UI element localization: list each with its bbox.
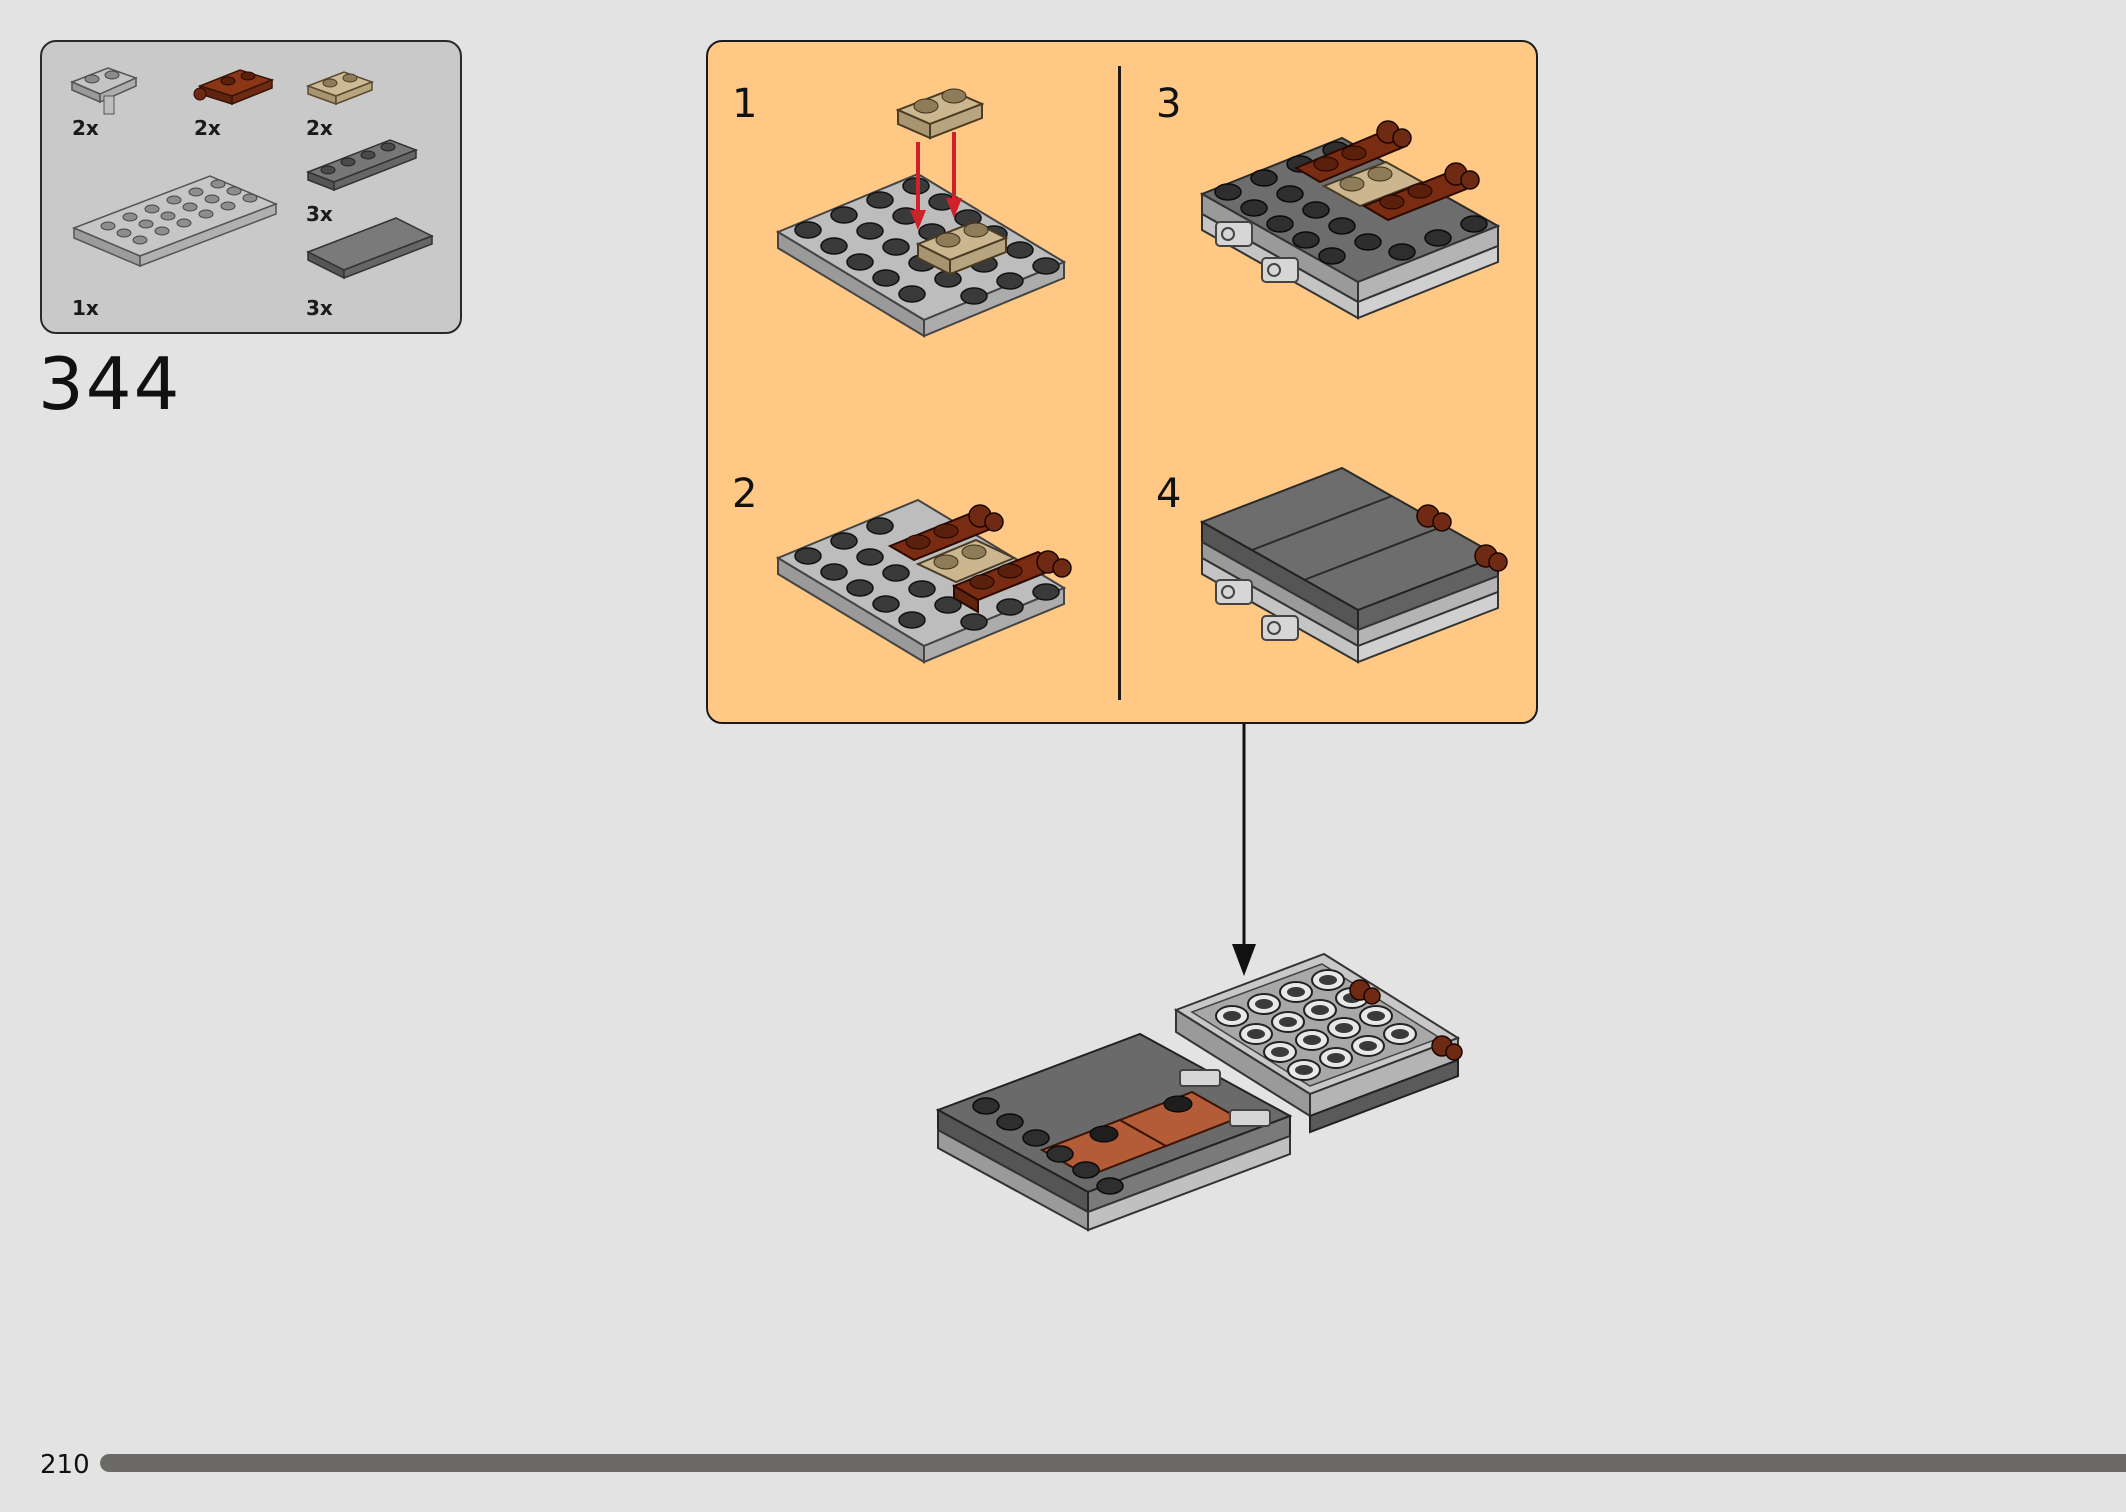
part-quantity: 2x	[306, 116, 333, 140]
part-quantity: 1x	[72, 296, 99, 320]
page-number: 210	[40, 1450, 90, 1480]
part-hinge-plate-light-gray	[70, 67, 139, 115]
part-hinge-plate-reddish-brown	[193, 69, 275, 106]
callout-divider	[1118, 66, 1121, 700]
main-assembly-illustration	[935, 952, 1463, 1232]
progress-bar-fill	[100, 1454, 2126, 1472]
part-quantity: 2x	[194, 116, 221, 140]
parts-list: 2x 2x 2x 3x 1x	[40, 40, 462, 334]
part-plate-tan	[305, 71, 375, 106]
part-plate-4x6-light-gray	[71, 175, 279, 268]
substep-1-illustration	[775, 88, 1067, 338]
substep-label-4: 4	[1156, 471, 1182, 517]
substep-label-2: 2	[732, 471, 758, 517]
part-plate-dark-gray	[305, 139, 419, 192]
part-quantity: 3x	[306, 202, 333, 226]
part-quantity: 3x	[306, 296, 333, 320]
step-number: 344	[38, 342, 182, 426]
part-quantity: 2x	[72, 116, 99, 140]
substep-label-3: 3	[1156, 81, 1182, 127]
part-tile-dark-gray	[306, 217, 434, 280]
progress-bar	[100, 1454, 2126, 1472]
substep-3-illustration	[1199, 120, 1501, 320]
substep-callout: 1 2 3 4	[706, 40, 1538, 724]
substep-2-illustration	[775, 498, 1072, 664]
substep-label-1: 1	[732, 81, 758, 127]
substep-4-illustration	[1199, 466, 1508, 664]
